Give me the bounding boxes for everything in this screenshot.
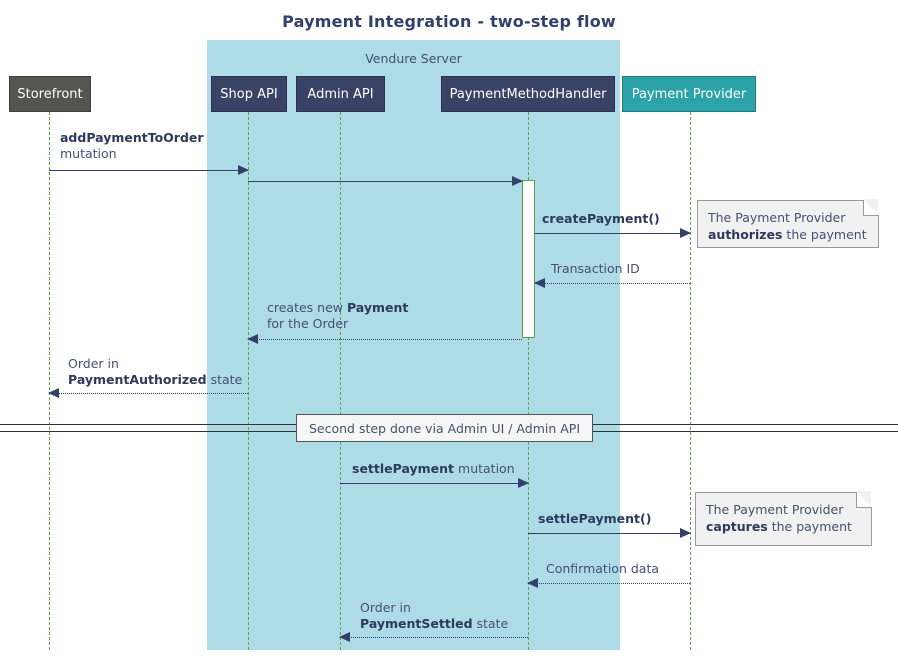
participant-shop-api[interactable]: Shop API (211, 76, 287, 112)
participant-label: PaymentMethodHandler (449, 86, 607, 102)
group-box-vendure-server (207, 40, 620, 650)
note-line-2-rest: the payment (782, 227, 867, 242)
message-label-payment-authorized: Order in PaymentAuthorized state (68, 356, 242, 388)
message-label-bold: addPaymentToOrder (60, 130, 204, 145)
participant-label: Storefront (17, 86, 83, 102)
message-label-line-2: for the Order (267, 316, 349, 331)
message-label-transaction-id: Transaction ID (551, 261, 640, 277)
message-label-add-payment-to-order: addPaymentToOrder mutation (60, 130, 204, 162)
arrow-head (238, 165, 249, 175)
arrow-head (534, 278, 545, 288)
message-label-bold: Payment (346, 300, 409, 315)
arrow-shaft (535, 233, 690, 234)
diagram-title: Payment Integration - two-step flow (282, 12, 616, 31)
lifeline-admin-api (340, 112, 341, 650)
participant-label: Shop API (220, 86, 278, 102)
lifeline-provider (690, 112, 691, 650)
lifeline-shop-api (248, 112, 249, 650)
arrow-shaft (49, 170, 248, 171)
message-label-payment-settled: Order in PaymentSettled state (360, 600, 508, 632)
arrow-shaft (340, 637, 528, 638)
arrow-head (339, 632, 350, 642)
message-label-post: state (472, 616, 509, 631)
arrow-shaft (528, 533, 690, 534)
group-box-label: Vendure Server (365, 51, 462, 66)
arrow-head (247, 334, 258, 344)
lifeline-handler (528, 112, 529, 650)
note-bold-word: captures (706, 519, 768, 534)
note-fold-corner (863, 199, 879, 216)
arrow-head (527, 578, 538, 588)
divider-label-box: Second step done via Admin UI / Admin AP… (296, 414, 593, 442)
note-provider-authorizes: The Payment Provider authorizes the paym… (697, 199, 879, 248)
message-label-rest: mutation (454, 461, 515, 476)
participant-label: Admin API (307, 86, 374, 102)
message-label-text: Transaction ID (551, 261, 640, 276)
participant-storefront[interactable]: Storefront (9, 76, 91, 112)
participant-payment-method-handler[interactable]: PaymentMethodHandler (441, 76, 615, 112)
arrow-head (680, 528, 691, 538)
message-label-bold: settlePayment() (538, 511, 652, 526)
participant-label: Payment Provider (631, 86, 747, 102)
message-label-create-payment: createPayment() (542, 211, 660, 227)
message-label-bold: settlePayment (352, 461, 455, 476)
message-label-line-1: Order in (68, 356, 119, 371)
note-fold-corner (856, 491, 872, 508)
arrow-head (518, 478, 529, 488)
note-line-1: The Payment Provider (708, 210, 846, 225)
message-label-post: state (206, 372, 243, 387)
note-bold-word: authorizes (708, 227, 783, 242)
lifeline-storefront (49, 112, 50, 650)
message-label-bold: createPayment() (542, 211, 660, 226)
arrow-head (680, 228, 691, 238)
arrow-head (512, 176, 523, 186)
message-label-confirmation-data: Confirmation data (546, 561, 659, 577)
arrow-shaft (248, 181, 522, 182)
arrow-head (48, 388, 59, 398)
message-label-line-1: Order in (360, 600, 411, 615)
message-label-settle-payment-call: settlePayment() (538, 511, 651, 527)
message-label-bold: PaymentSettled (360, 616, 473, 631)
participant-payment-provider[interactable]: Payment Provider (622, 76, 756, 112)
message-label-creates-new-payment: creates new Payment for the Order (267, 300, 408, 332)
participant-admin-api[interactable]: Admin API (296, 76, 385, 112)
note-line-1: The Payment Provider (706, 502, 844, 517)
arrow-shaft (340, 483, 528, 484)
message-label-rest: mutation (60, 146, 117, 161)
arrow-shaft (528, 583, 690, 584)
arrow-shaft (535, 283, 690, 284)
note-provider-captures: The Payment Provider captures the paymen… (695, 491, 872, 546)
message-label-bold: PaymentAuthorized (68, 372, 207, 387)
message-label-settle-payment-mutation: settlePayment mutation (352, 461, 515, 477)
arrow-shaft (248, 339, 522, 340)
message-label-pre: creates new (267, 300, 347, 315)
message-label-text: Confirmation data (546, 561, 660, 576)
divider-label: Second step done via Admin UI / Admin AP… (308, 420, 581, 436)
arrow-shaft (49, 393, 248, 394)
activation-bar-handler (522, 180, 535, 338)
note-line-2-rest: the payment (767, 519, 852, 534)
